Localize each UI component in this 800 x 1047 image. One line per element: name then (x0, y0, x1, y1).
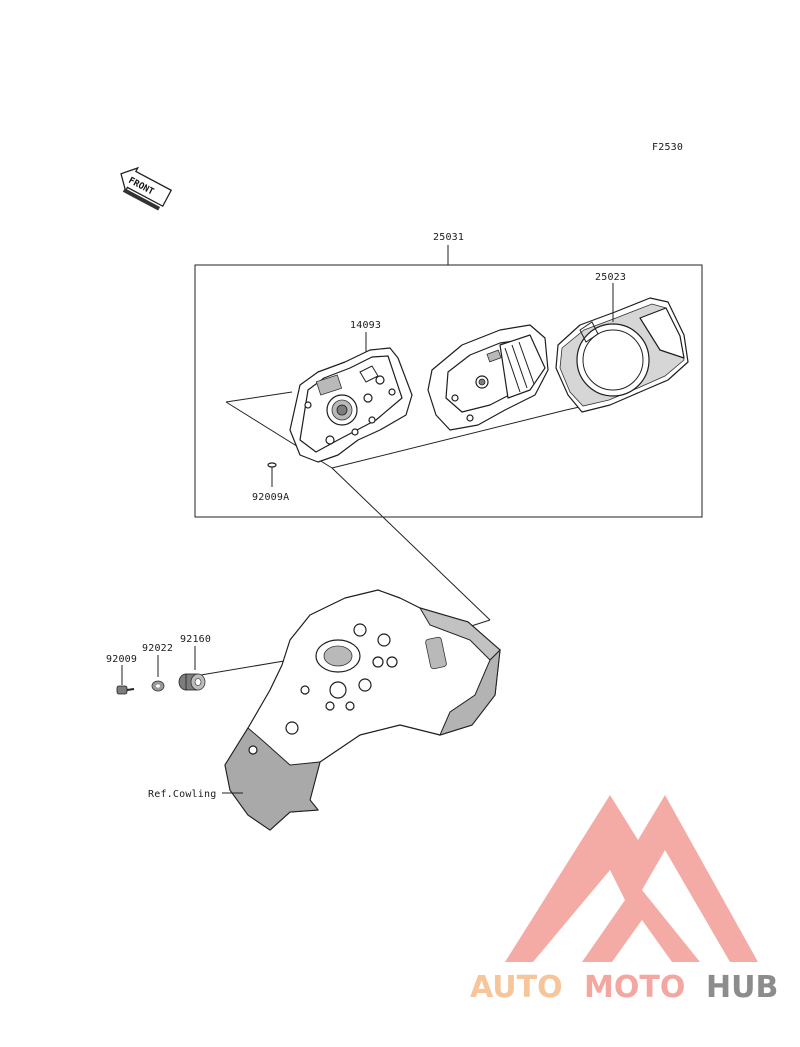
meter-body (427, 324, 549, 431)
watermark-triangle-icon (505, 795, 758, 962)
callout-25023: 25023 (595, 272, 626, 283)
figure-code: F2530 (652, 142, 683, 153)
damper-92160: 92160 (178, 634, 211, 691)
watermark-logo: AUTO MOTO HUB (470, 795, 778, 1005)
cowling: Ref.Cowling (148, 589, 501, 831)
screw-92009a: 92009A (252, 462, 289, 503)
watermark-text-auto: AUTO (470, 970, 563, 1005)
callout-14093: 14093 (350, 320, 381, 331)
callout-92009: 92009 (106, 654, 137, 665)
watermark-text-hub: HUB (706, 970, 778, 1005)
callout-92009a: 92009A (252, 492, 289, 503)
callout-92022: 92022 (142, 643, 173, 654)
watermark-text-moto: MOTO (584, 970, 685, 1005)
callout-ref-cowling: Ref.Cowling (148, 789, 216, 800)
callout-92160: 92160 (180, 634, 211, 645)
front-arrow-icon: FRONT (120, 166, 173, 211)
washer-92022: 92022 (142, 643, 173, 692)
screw-92009: 92009 (106, 654, 137, 695)
meter-case: 25023 (555, 272, 689, 413)
callout-25031: 25031 (433, 232, 464, 243)
assembly-frame: 25031 (194, 232, 703, 518)
meter-lower-case: 14093 (289, 320, 413, 463)
